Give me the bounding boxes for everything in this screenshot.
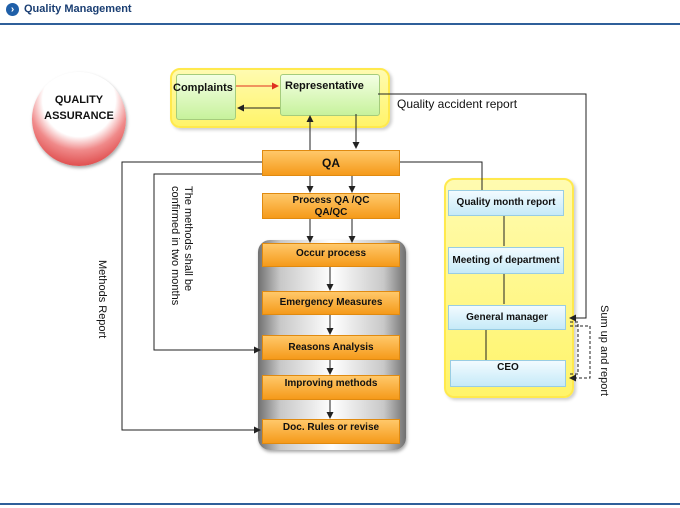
representative-box: [280, 74, 380, 116]
representative-label: Representative: [285, 80, 364, 92]
quality-assurance-line2: ASSURANCE: [44, 110, 114, 122]
process-qa-qc-line2: QA/QC: [314, 207, 348, 218]
quality-assurance-text: QUALITY ASSURANCE: [32, 92, 126, 124]
qa-box: QA: [262, 150, 400, 176]
process-step-emergency: Emergency Measures: [262, 291, 400, 315]
process-step-improving: Improving methods: [262, 375, 400, 400]
methods-report-label: Methods Report: [96, 260, 108, 339]
sum-up-report-label: Sum up and report: [598, 305, 610, 397]
quality-assurance-line1: QUALITY: [54, 94, 104, 106]
process-qa-qc-box: Process QA /QC QA/QC: [262, 193, 400, 219]
complaints-label: Complaints: [173, 82, 233, 94]
quality-assurance-badge: QUALITY ASSURANCE: [32, 72, 126, 166]
process-qa-qc-line1: Process QA /QC: [292, 195, 370, 206]
management-step-meeting: Meeting of department: [448, 247, 564, 274]
page-title: Quality Management: [24, 3, 132, 15]
process-step-reasons: Reasons Analysis: [262, 335, 400, 360]
process-step-doc-rules: Doc. Rules or revise: [262, 419, 400, 444]
confirm-methods-line2: confirmed in two months: [169, 186, 181, 306]
header-divider: [0, 23, 680, 25]
complaints-box: [176, 74, 236, 120]
confirm-methods-line1: The methods shall be: [182, 186, 194, 292]
header-bar: › Quality Management: [0, 0, 680, 25]
footer-divider: [0, 503, 680, 505]
confirm-methods-label: The methods shall be confirmed in two mo…: [168, 186, 194, 305]
process-step-occur: Occur process: [262, 243, 400, 267]
accident-report-label: Quality accident report: [397, 97, 518, 111]
management-step-ceo: CEO: [450, 360, 566, 387]
management-step-general-manager: General manager: [448, 305, 566, 330]
chevron-right-icon[interactable]: ›: [6, 3, 19, 16]
management-step-month-report: Quality month report: [448, 190, 564, 216]
